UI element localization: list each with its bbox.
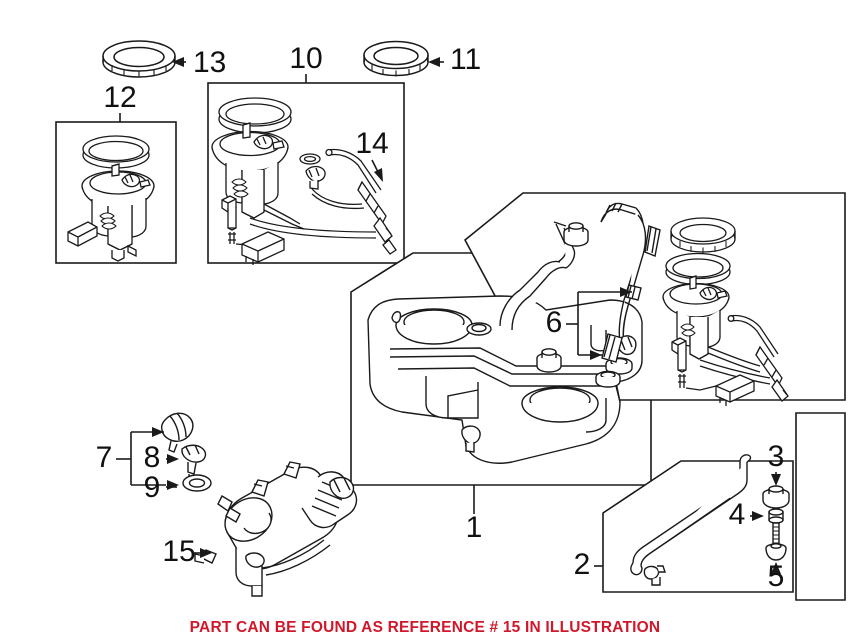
callout-label-11: 11	[450, 43, 481, 76]
callout-label-4: 4	[729, 498, 746, 531]
part-fuel-tank-strap-2	[630, 454, 752, 586]
tank-stud-nut-top	[563, 222, 589, 247]
callout-label-9: 9	[144, 471, 161, 504]
callout-label-6: 6	[546, 306, 563, 339]
arrow-4	[752, 511, 764, 521]
callout-arrowheads-6	[590, 287, 632, 360]
part-fuel-pump-assembly-10	[211, 97, 377, 265]
callout-label-7: 7	[96, 441, 113, 474]
part-vapor-canister-15	[194, 461, 358, 597]
arrow-15	[200, 548, 212, 558]
part-strap-hardware	[762, 485, 790, 561]
panel-strap-box	[602, 460, 794, 593]
callout-arrowheads	[172, 57, 781, 574]
callout-label-15: 15	[162, 535, 195, 568]
callout-label-5: 5	[768, 560, 785, 593]
part-fuel-cap-7	[160, 412, 194, 453]
callout-label-14: 14	[355, 127, 388, 160]
arrow-3	[771, 474, 781, 486]
callout-labels: 13 11 12 10 14 6 1 2 7 8 9 15 3 4 5	[96, 42, 785, 593]
part-fuel-level-sensor-14	[325, 148, 397, 255]
part-sender-arm-right	[727, 314, 789, 402]
part-fuel-tank-1	[367, 221, 643, 464]
arrow-5	[771, 562, 781, 574]
part-strap-bolt-4	[768, 508, 784, 547]
callout-label-3: 3	[768, 440, 785, 473]
part-strap-nut-3	[762, 485, 790, 509]
part-fuel-cap-seal-9	[182, 474, 212, 492]
callout-label-1: 1	[466, 511, 483, 544]
reference-caption: PART CAN BE FOUND AS REFERENCE # 15 IN I…	[189, 619, 661, 636]
part-lock-ring-13	[102, 40, 176, 78]
panel-strap-hardware-box	[795, 412, 846, 601]
arrow-11	[428, 57, 440, 67]
part-pump-module-right	[662, 217, 789, 406]
arrow-13	[172, 57, 184, 67]
callout-label-12: 12	[103, 81, 136, 114]
callout-label-2: 2	[574, 548, 591, 581]
callout-label-8: 8	[144, 441, 161, 474]
callout-arrowheads-789	[152, 427, 179, 490]
part-strap-grommet-5	[765, 543, 787, 561]
part-fuel-sender-12	[67, 135, 155, 262]
part-lock-ring-11	[363, 40, 429, 77]
callout-label-13: 13	[193, 46, 226, 79]
callout-label-10: 10	[289, 42, 322, 75]
arrow-14	[374, 168, 383, 182]
tank-stud-nut-mid	[536, 348, 562, 373]
part-filler-neck-6	[595, 202, 661, 388]
